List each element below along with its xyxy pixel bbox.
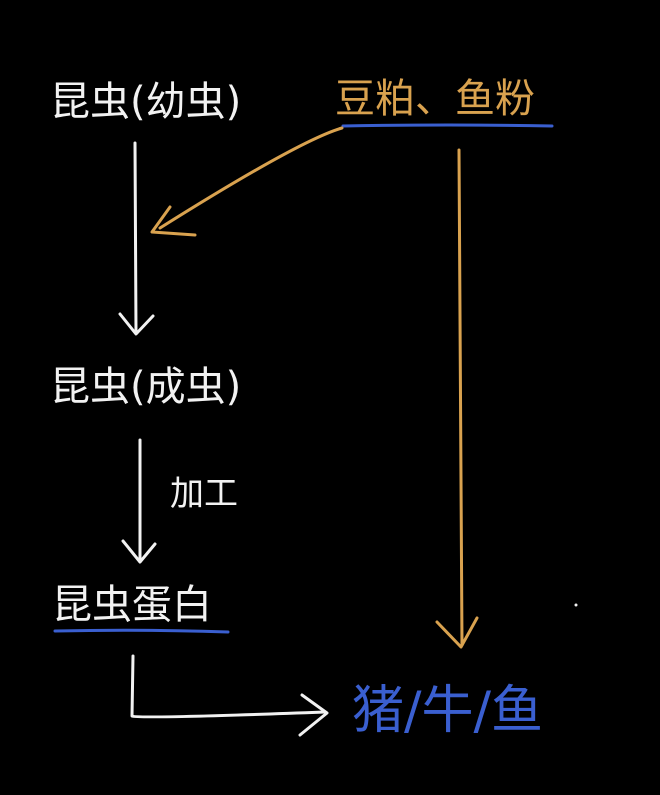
node-livestock: 猪/牛/鱼 <box>352 681 543 741</box>
arrow-soy-to-larva <box>158 126 344 230</box>
node-insect-larva: 昆虫(幼虫) <box>50 79 241 125</box>
arrowhead-adult <box>118 312 155 336</box>
arrow-soy-to-livestock <box>457 148 464 647</box>
arrowhead-protein <box>121 539 157 564</box>
underline-soy-fishmeal <box>341 123 554 128</box>
arrowhead-livestock-from-soy <box>435 616 479 649</box>
stray-dot <box>574 603 578 607</box>
node-soy-fishmeal: 豆粕、鱼粉 <box>335 76 535 122</box>
node-insect-adult: 昆虫(成虫) <box>50 364 241 410</box>
arrowhead-larva <box>150 205 197 237</box>
node-insect-protein: 昆虫蛋白 <box>52 582 212 628</box>
arrowhead-livestock-from-protein <box>298 693 329 737</box>
arrow-larva-to-adult <box>133 141 138 334</box>
edge-label-processing: 加工 <box>170 474 238 514</box>
arrow-protein-to-livestock <box>130 654 327 719</box>
underline-insect-protein <box>53 628 230 634</box>
